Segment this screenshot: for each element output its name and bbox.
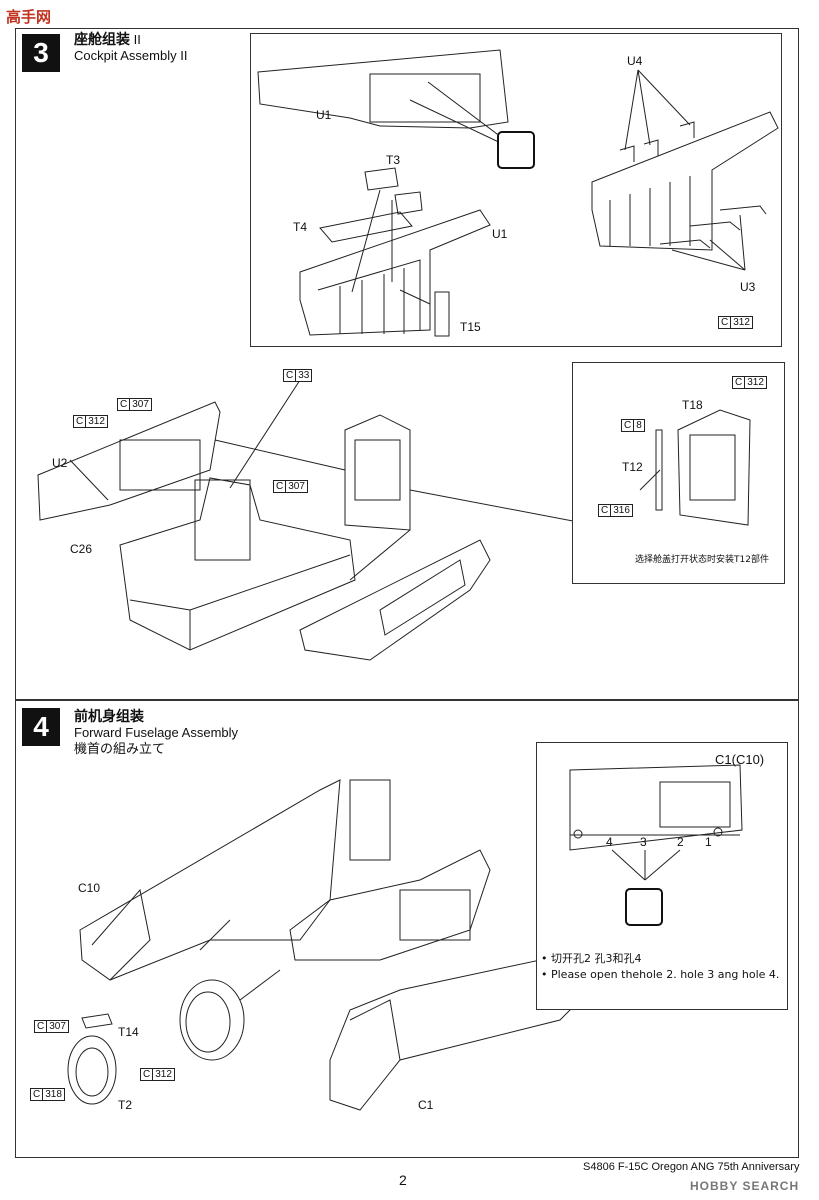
step4-title-cn: 前机身组装 bbox=[74, 709, 144, 725]
t15-part bbox=[434, 291, 450, 337]
page-number: 2 bbox=[399, 1172, 407, 1188]
t14-part bbox=[81, 1013, 113, 1029]
step3-title-cn: 座舱组装 bbox=[74, 32, 130, 48]
step3-canopy-inset bbox=[572, 362, 785, 584]
hole-label-1: 1 bbox=[705, 835, 712, 849]
step4-hole-inset bbox=[536, 742, 788, 1010]
inset-title-c1-c10: C1(C10) bbox=[715, 752, 765, 767]
step4-number: 4 bbox=[22, 708, 60, 746]
label-t12: T12 bbox=[622, 460, 643, 474]
u1-console bbox=[299, 209, 491, 336]
label-t18: T18 bbox=[682, 398, 703, 412]
watermark-brand: HOBBY SEARCH bbox=[690, 1179, 800, 1193]
label-t14: T14 bbox=[118, 1025, 139, 1039]
canopy-inset-note: 选择舱盖打开状态时安装T12部件 bbox=[635, 555, 769, 565]
site-logo-text: 高手网 bbox=[6, 8, 52, 26]
step4-title-en: Forward Fuselage Assembly bbox=[74, 725, 239, 740]
u2-part bbox=[37, 401, 221, 521]
label-t2: T2 bbox=[118, 1098, 133, 1112]
step3-top-inset bbox=[250, 33, 782, 347]
label-t4: T4 bbox=[293, 220, 308, 234]
u3-clip-1 bbox=[659, 239, 711, 249]
site-logo: 高手网 bbox=[6, 6, 51, 27]
t3-part bbox=[364, 167, 399, 191]
c10-fuselage bbox=[79, 779, 341, 981]
u4-clip-3 bbox=[679, 121, 695, 138]
u3-clip-2 bbox=[689, 221, 741, 231]
u2-console-right bbox=[591, 111, 779, 251]
cut-hole-icon bbox=[625, 888, 663, 926]
label-u1-top: U1 bbox=[316, 108, 332, 122]
hole-label-2: 2 bbox=[677, 835, 684, 849]
t2-disc bbox=[67, 1035, 117, 1105]
label-u1-mid: U1 bbox=[492, 227, 508, 241]
step4-title-jp: 機首の組み立て bbox=[74, 742, 166, 757]
t12-strut bbox=[655, 429, 663, 511]
u1-panel-recess bbox=[369, 73, 481, 123]
drill-hole-icon bbox=[497, 131, 535, 169]
label-c26: C26 bbox=[70, 542, 93, 556]
step3-panel bbox=[15, 28, 799, 700]
step3-title-roman: II bbox=[133, 32, 141, 47]
u4-clip-1 bbox=[619, 145, 635, 162]
intake-ring bbox=[179, 979, 245, 1061]
label-c10: C10 bbox=[78, 881, 101, 895]
label-c1: C1 bbox=[418, 1098, 434, 1112]
step3-number: 3 bbox=[22, 34, 60, 72]
c1-fuselage bbox=[329, 959, 581, 1111]
step3-title: 座舱组装 II Cockpit Assembly II bbox=[74, 32, 187, 64]
hole-label-4: 4 bbox=[606, 835, 613, 849]
step3-title-en: Cockpit Assembly II bbox=[74, 48, 188, 63]
cockpit-tub bbox=[119, 477, 356, 651]
hole-label-3: 3 bbox=[640, 835, 647, 849]
label-u2: U2 bbox=[52, 456, 68, 470]
step4-panel bbox=[15, 700, 799, 1158]
product-footer: S4806 F-15C Oregon ANG 75th Anniversary bbox=[583, 1161, 800, 1173]
u4-clip-2 bbox=[643, 139, 659, 156]
label-u3: U3 bbox=[740, 280, 756, 294]
t4-part bbox=[319, 211, 413, 243]
inset-instruction-en: • Please open thehole 2. hole 3 ang hole… bbox=[541, 968, 780, 981]
cockpit-insert bbox=[289, 849, 491, 961]
bulkhead-part bbox=[344, 414, 411, 531]
label-u4: U4 bbox=[627, 54, 643, 68]
inset-instruction-cn: • 切开孔2 孔3和孔4 bbox=[541, 952, 642, 965]
step4-title: 前机身组装 Forward Fuselage Assembly 機首の組み立て bbox=[74, 709, 238, 758]
inset-panel bbox=[569, 764, 743, 851]
side-panel-part bbox=[299, 539, 491, 661]
u1-panel-outline bbox=[257, 49, 509, 129]
label-t15: T15 bbox=[460, 320, 481, 334]
label-t3: T3 bbox=[386, 153, 401, 167]
t18-bulkhead bbox=[677, 409, 751, 526]
